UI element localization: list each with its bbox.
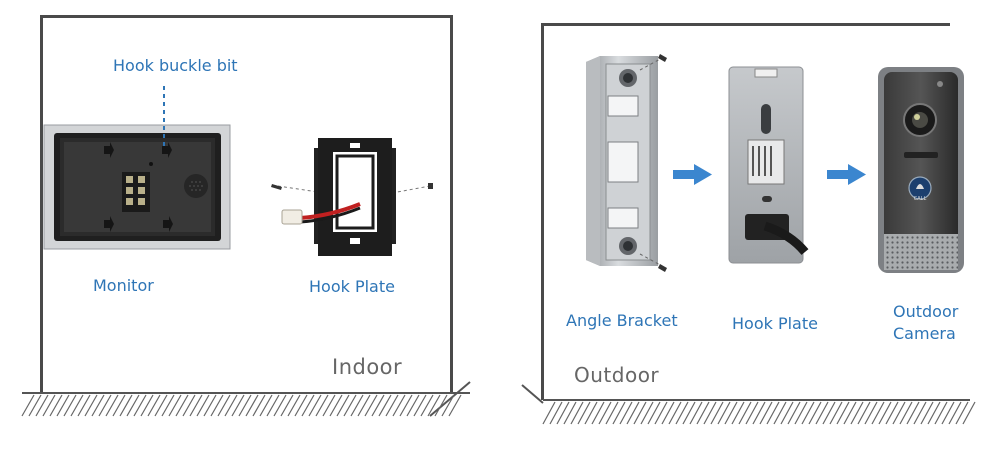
angle-bracket-label: Angle Bracket (566, 311, 678, 330)
indoor-hook-plate-image (271, 138, 433, 256)
indoor-ground-hatch (21, 394, 462, 417)
arrow-2 (827, 164, 866, 185)
arrow-1 (673, 164, 712, 185)
outdoor-hook-plate-image (728, 66, 809, 264)
outdoor-ground-hatch (542, 401, 976, 425)
monitor-label: Monitor (93, 276, 154, 295)
indoor-ground (22, 381, 471, 417)
indoor-hook-plate-label: Hook Plate (309, 277, 395, 296)
outdoor-camera-label-line1: Outdoor (893, 302, 959, 321)
outdoor-panel (541, 23, 950, 400)
hook-buckle-bit-label: Hook buckle bit (113, 56, 238, 75)
outdoor-title: Outdoor (574, 363, 660, 387)
angle-bracket-image (586, 54, 667, 272)
outdoor-camera-label-line2: Camera (893, 324, 956, 343)
outdoor-camera-image: CALL (878, 67, 964, 273)
monitor-image (43, 124, 231, 250)
outdoor-ground (521, 384, 970, 404)
indoor-panel (40, 15, 453, 394)
outdoor-hook-plate-label: Hook Plate (732, 314, 818, 333)
call-button-text: CALL (914, 196, 927, 202)
indoor-title: Indoor (332, 355, 403, 379)
